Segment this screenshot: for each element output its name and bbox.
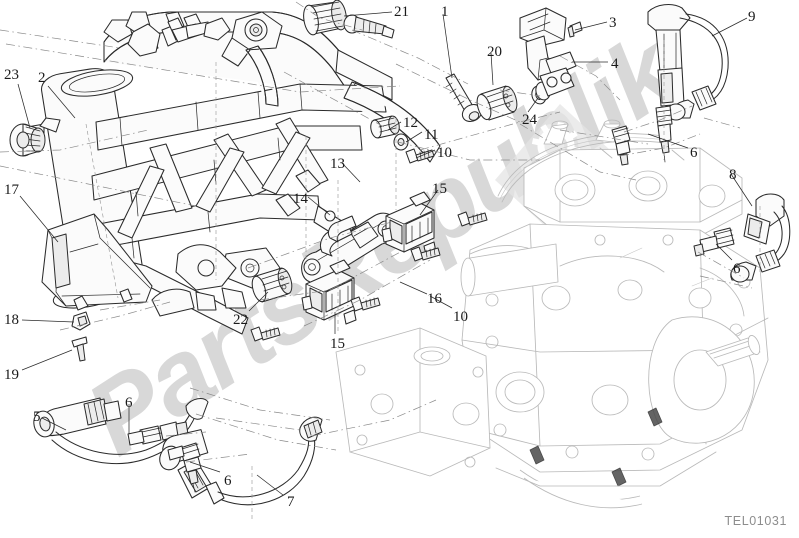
part-21-bolt [343, 14, 395, 39]
part-22-bushing [251, 267, 293, 303]
leader-line-9 [711, 17, 748, 37]
callout-number-12[interactable]: 12 [403, 115, 418, 131]
pipe-collars [519, 407, 663, 509]
leader-line-8 [730, 173, 753, 207]
part-17-heat-shield [41, 213, 153, 311]
callout-number-6[interactable]: 6 [733, 261, 741, 277]
part-20-bushing [476, 85, 518, 121]
part-18-grommet [71, 311, 91, 331]
leader-line-16 [399, 281, 428, 295]
part-16-screw-b [410, 246, 441, 262]
part-7-coil-assembly [159, 416, 323, 506]
callout-number-22[interactable]: 22 [233, 312, 248, 328]
callout-number-8[interactable]: 8 [729, 167, 737, 183]
assembly-guide-lines [0, 1, 761, 520]
callout-number-15[interactable]: 15 [330, 336, 345, 352]
callout-number-9[interactable]: 9 [748, 9, 756, 25]
leader-line-3 [574, 21, 608, 31]
leader-line-12 [387, 121, 402, 131]
leader-line-5 [41, 417, 67, 431]
leader-line-7 [256, 474, 284, 496]
part-6-plug-upper [611, 125, 631, 166]
callout-number-19[interactable]: 19 [4, 367, 19, 383]
leader-line-13 [341, 162, 361, 183]
engine-ghost [335, 119, 769, 509]
part-11-washer [393, 133, 409, 151]
part-10-screw-b [250, 326, 281, 342]
leader-line-6 [647, 133, 689, 149]
part-code-label: TEL01031 [724, 514, 787, 528]
callout-number-13[interactable]: 13 [330, 156, 345, 172]
leader-line-10 [415, 149, 436, 159]
leader-line-18 [21, 319, 75, 323]
leader-line-19 [21, 349, 73, 371]
part-14-clamp [319, 210, 357, 257]
oil-filter-ghost [705, 334, 761, 367]
leader-line-21 [343, 11, 393, 17]
leader-line-10 [429, 295, 453, 309]
leader-line-20 [490, 52, 494, 86]
callout-number-14[interactable]: 14 [293, 191, 308, 207]
part-16-screw-a [350, 296, 381, 312]
part-8-plug-cap-assembly [693, 193, 791, 283]
callout-number-20[interactable]: 20 [487, 44, 502, 60]
part-10-screw-c [457, 211, 488, 227]
callout-number-11[interactable]: 11 [424, 127, 439, 143]
callout-number-17[interactable]: 17 [4, 182, 19, 198]
leader-line-6 [189, 461, 221, 473]
leader-line-22 [248, 291, 269, 312]
callout-number-23[interactable]: 23 [4, 67, 19, 83]
callout-number-21[interactable]: 21 [394, 4, 409, 20]
part-9-plug-cap-assembly [647, 3, 729, 163]
leader-line-17 [19, 195, 59, 243]
leader-line-15 [419, 189, 439, 216]
leader-line-24 [527, 97, 539, 113]
leader-line-23 [17, 83, 31, 129]
leader-line-14 [307, 196, 331, 216]
part-15-coil-lower [301, 259, 357, 325]
part-3-screw [567, 21, 583, 38]
callout-number-4[interactable]: 4 [611, 56, 619, 72]
callout-number-2[interactable]: 2 [38, 70, 46, 86]
part-23-cap [9, 123, 46, 157]
callout-number-10[interactable]: 10 [437, 145, 452, 161]
callout-number-18[interactable]: 18 [4, 312, 19, 328]
leader-line-11 [405, 131, 423, 143]
callout-number-7[interactable]: 7 [287, 494, 295, 510]
callout-number-16[interactable]: 16 [427, 291, 442, 307]
part-19-screw [71, 336, 88, 362]
callout-number-10[interactable]: 10 [453, 309, 468, 325]
callout-number-6[interactable]: 6 [224, 473, 232, 489]
callout-number-6[interactable]: 6 [690, 145, 698, 161]
callout-number-1[interactable]: 1 [441, 4, 449, 20]
callout-leader-lines [17, 11, 753, 496]
part-5-coil-assembly [33, 397, 209, 465]
callout-number-6[interactable]: 6 [125, 395, 133, 411]
part-10-screw-a [405, 148, 435, 164]
callout-number-24[interactable]: 24 [522, 112, 537, 128]
part-12-bushing [370, 115, 400, 139]
leader-line-6 [715, 243, 733, 261]
callout-number-5[interactable]: 5 [33, 409, 41, 425]
leader-line-2 [47, 85, 76, 119]
callout-number-3[interactable]: 3 [609, 15, 617, 31]
leader-line-1 [442, 13, 453, 79]
part-4-bracket [519, 7, 577, 97]
part-21-nut [303, 0, 347, 36]
part-15-coil-upper [381, 191, 437, 257]
callout-number-15[interactable]: 15 [432, 181, 447, 197]
